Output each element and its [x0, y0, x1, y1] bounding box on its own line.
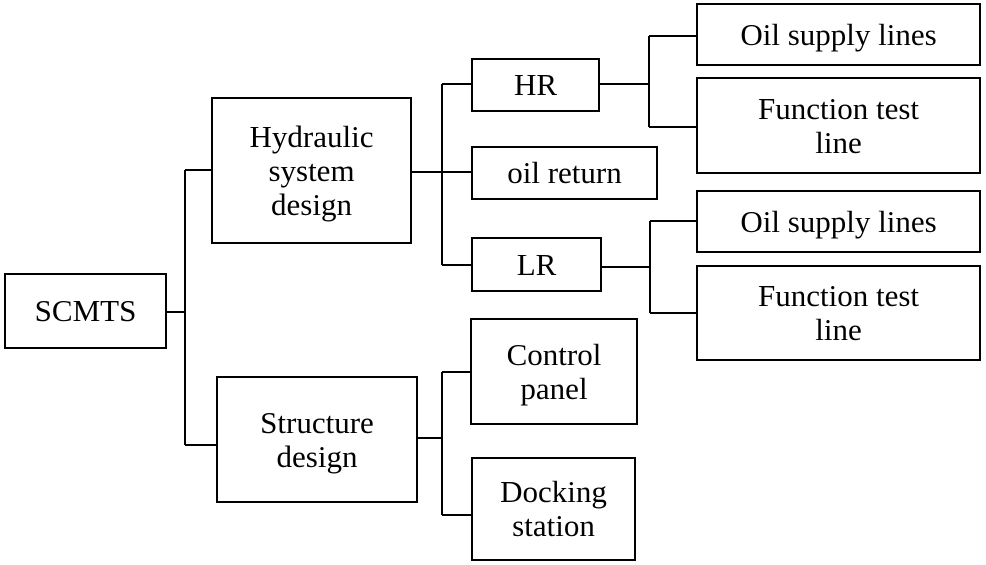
node-label: Docking station [500, 474, 607, 543]
node-hr-function-test-line: Function test line [696, 77, 981, 174]
node-label: Control panel [506, 336, 602, 406]
node-label: Oil supply lines [740, 16, 937, 52]
node-label: Structure design [260, 404, 374, 474]
node-label: HR [513, 67, 558, 102]
node-label: SCMTS [34, 293, 137, 328]
node-lr-oil-supply-lines: Oil supply lines [696, 190, 981, 253]
node-docking-station: Docking station [471, 457, 636, 561]
node-label: Function test line [757, 90, 920, 160]
node-scmts: SCMTS [4, 273, 167, 349]
node-hr-oil-supply-lines: Oil supply lines [696, 3, 981, 66]
node-hydraulic-system-design: Hydraulic system design [211, 97, 412, 244]
node-label: Hydraulic system design [249, 118, 374, 222]
node-oil-return: oil return [471, 146, 658, 200]
node-label: Function test line [757, 278, 920, 347]
node-lr: LR [471, 237, 602, 292]
node-lr-function-test-line: Function test line [696, 265, 981, 361]
node-label: LR [516, 246, 557, 282]
node-label: Oil supply lines [740, 203, 937, 239]
node-label: oil return [507, 155, 622, 190]
node-hr: HR [471, 58, 600, 112]
node-structure-design: Structure design [216, 376, 418, 503]
node-control-panel: Control panel [470, 318, 638, 425]
